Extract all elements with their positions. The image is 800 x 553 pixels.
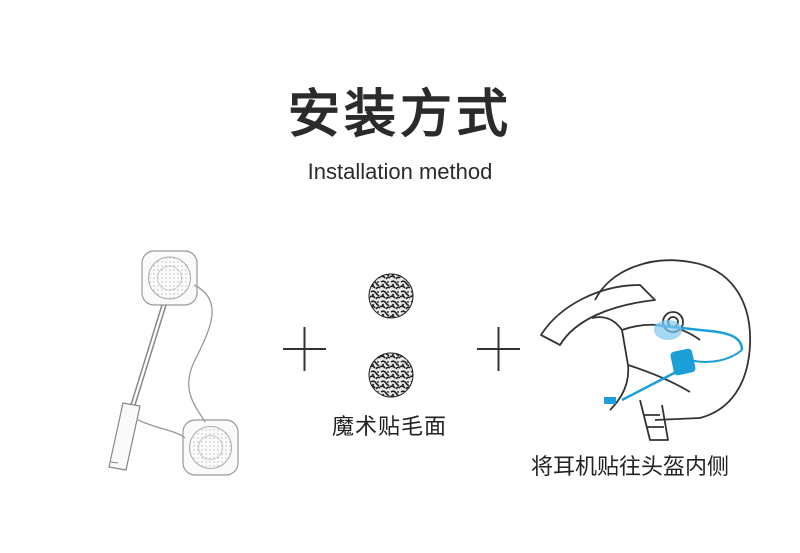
helmet-caption: 将耳机贴往头盔内侧 <box>531 455 730 480</box>
plus-icon <box>283 327 326 371</box>
page-subtitle: Installation method <box>307 159 493 184</box>
page-title: 安装方式 <box>287 85 512 145</box>
velcro-caption: 魔术贴毛面 <box>332 415 448 440</box>
headset-in-helmet-icon <box>604 320 744 404</box>
velcro-pad-icon <box>368 273 414 398</box>
plus-icon <box>477 327 520 371</box>
helmet-icon <box>540 259 751 441</box>
headset-speakers-icon <box>108 250 239 476</box>
